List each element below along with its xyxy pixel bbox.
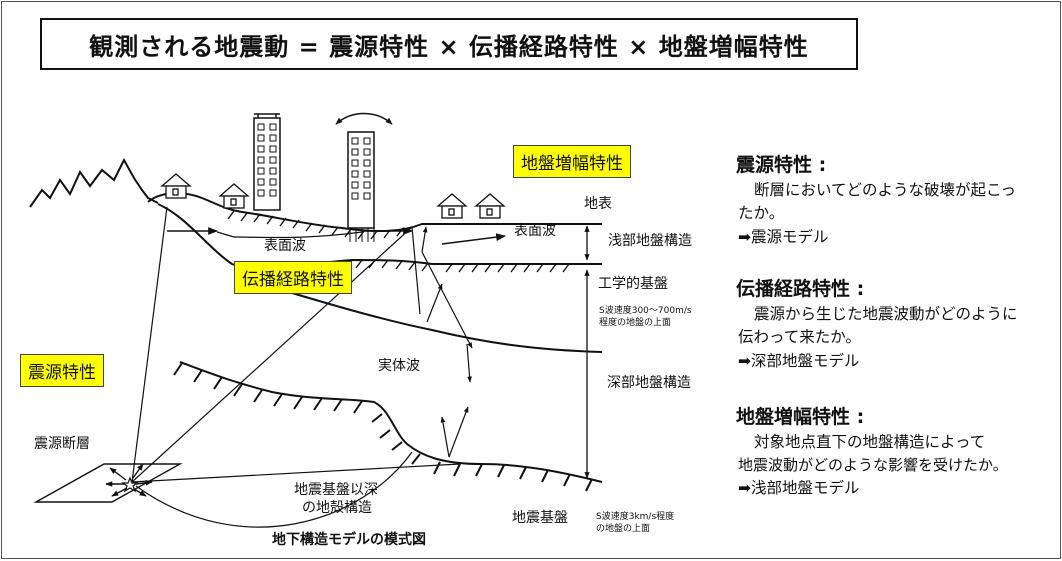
section-ground-line-2: 地震波動がどのような影響を受けたか。 bbox=[738, 456, 1008, 475]
section-source: 震源特性 : 断層においてどのような破壊が起こっ たか。 ➡震源モデル bbox=[736, 150, 1060, 249]
body-wave-arrows bbox=[421, 226, 473, 458]
label-surface-wave-right: 表面波 bbox=[514, 223, 556, 239]
section-path-heading: 伝播経路特性 : bbox=[736, 278, 865, 300]
label-s3-2: の地盤の上面 bbox=[596, 524, 651, 534]
ray-paths bbox=[131, 206, 461, 528]
fault-plane bbox=[33, 463, 183, 503]
mountain-ridge bbox=[29, 157, 159, 208]
building-left-windows bbox=[257, 123, 277, 197]
section-source-line-1: 断層においてどのような破壊が起こっ bbox=[754, 181, 1016, 199]
section-source-line-2: たか。 bbox=[738, 204, 785, 223]
seismic-base-ticks bbox=[173, 362, 593, 492]
building-right-icon bbox=[347, 131, 375, 229]
section-ground-heading: 地盤増幅特性 : bbox=[736, 406, 865, 428]
fault-radiating-arrows bbox=[105, 463, 153, 497]
house-icons bbox=[160, 173, 506, 219]
label-body-wave: 実体波 bbox=[378, 358, 420, 374]
section-ground: 地盤増幅特性 : 対象地点直下の地盤構造によって 地震波動がどのような影響を受け… bbox=[736, 402, 1060, 500]
title-box: 観測される地震動 = 震源特性 × 伝播経路特性 × 地盤増幅特性 bbox=[40, 18, 858, 70]
label-seismic-base: 地震基盤 bbox=[512, 510, 568, 526]
label-surface-wave-left: 表面波 bbox=[264, 238, 306, 254]
sway-arrow bbox=[335, 112, 393, 125]
section-ground-line-1: 対象地点直下の地盤構造によって bbox=[754, 433, 986, 451]
label-fault: 震源断層 bbox=[34, 436, 90, 452]
seismic-base-line bbox=[179, 361, 603, 483]
page-title: 観測される地震動 = 震源特性 × 伝播経路特性 × 地盤増幅特性 bbox=[89, 32, 809, 61]
section-path-line-3: ➡深部地盤モデル bbox=[738, 351, 860, 370]
tag-ground-amplification: 地盤増幅特性 bbox=[513, 145, 631, 178]
surface-hatch bbox=[227, 210, 404, 240]
section-ground-line-3: ➡浅部地盤モデル bbox=[738, 478, 860, 497]
deep-layer-line bbox=[271, 286, 603, 353]
section-source-heading: 震源特性 : bbox=[736, 154, 827, 176]
fault-star bbox=[121, 476, 139, 493]
label-engineering-base: 工学的基盤 bbox=[598, 276, 668, 292]
section-path: 伝播経路特性 : 震源から生じた地震波動がどのように 伝わって来たか。 ➡深部地… bbox=[736, 274, 1060, 373]
tag-propagation-path: 伝播経路特性 bbox=[234, 261, 352, 294]
label-crust-2: の地殻構造 bbox=[302, 500, 372, 516]
pile-lines bbox=[349, 228, 375, 242]
label-shallow-structure: 浅部地盤構造 bbox=[608, 233, 692, 249]
section-source-line-3: ➡震源モデル bbox=[738, 227, 829, 246]
label-s3-1: S波速度3km/s程度 bbox=[596, 512, 675, 522]
section-path-line-1: 震源から生じた地震波動がどのように bbox=[754, 305, 1018, 323]
label-crust-1: 地震基盤以深 bbox=[294, 482, 378, 498]
section-path-line-2: 伝わって来たか。 bbox=[738, 328, 861, 347]
diagram-caption: 地下構造モデルの模式図 bbox=[272, 532, 426, 548]
surface-wave-arrow-right bbox=[441, 233, 506, 245]
tag-source: 震源特性 bbox=[20, 354, 104, 387]
label-s-wave-1: S波速度300～700m/s bbox=[599, 306, 692, 316]
building-right-windows bbox=[351, 137, 371, 200]
label-deep-structure: 深部地盤構造 bbox=[607, 375, 691, 391]
label-surface: 地表 bbox=[584, 196, 612, 212]
label-s-wave-2: 程度の地盤の上面 bbox=[599, 318, 672, 328]
